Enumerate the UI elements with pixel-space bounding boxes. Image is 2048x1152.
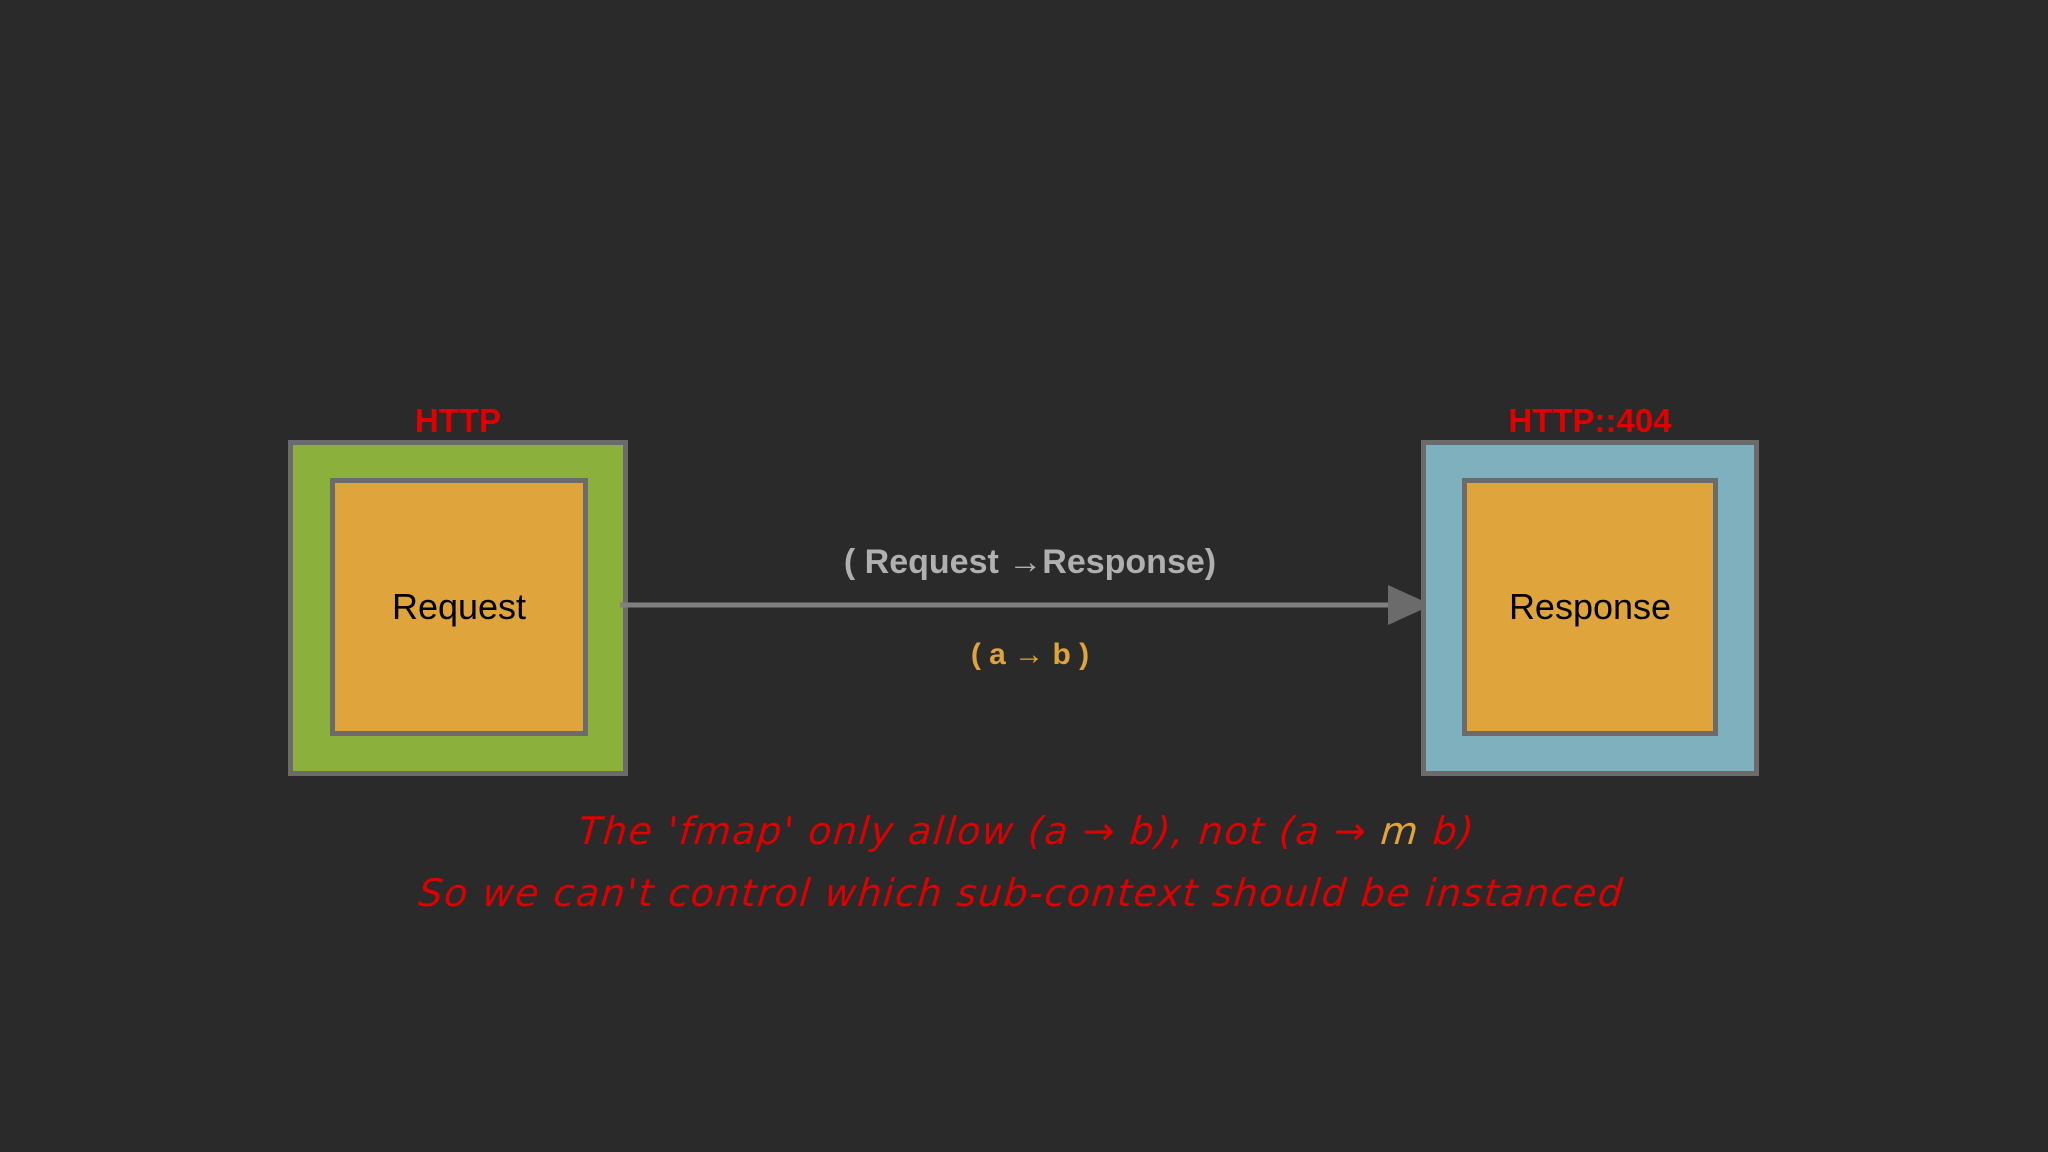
annotation-line-1-part-2: b) (1417, 809, 1477, 853)
left-value-label: Request (391, 586, 527, 627)
annotation-monad-m: m (1378, 809, 1422, 853)
right-value-box: Response (1462, 478, 1718, 736)
right-value-label: Response (1508, 586, 1672, 627)
arrow-head-icon (1388, 585, 1432, 625)
left-value-box: Request (330, 478, 588, 736)
annotation-line-2: So we can't control which sub-context sh… (416, 871, 1626, 915)
morphism-generic-label: ( a → b ) (970, 638, 1090, 671)
annotation-line-1-part-1: The 'fmap' only allow (a → b), not (a → (576, 809, 1383, 853)
morphism-type-label: ( Request →Response) (843, 543, 1217, 581)
handwritten-annotation: The 'fmap' only allow (a → b), not (a → … (0, 800, 2048, 924)
morphism-arrow (620, 585, 1432, 625)
right-context-title: HTTP::404 (1508, 402, 1672, 439)
left-context-title: HTTP (414, 402, 502, 439)
annotation-line-1: The 'fmap' only allow (a → b), not (a → … (0, 800, 2048, 862)
